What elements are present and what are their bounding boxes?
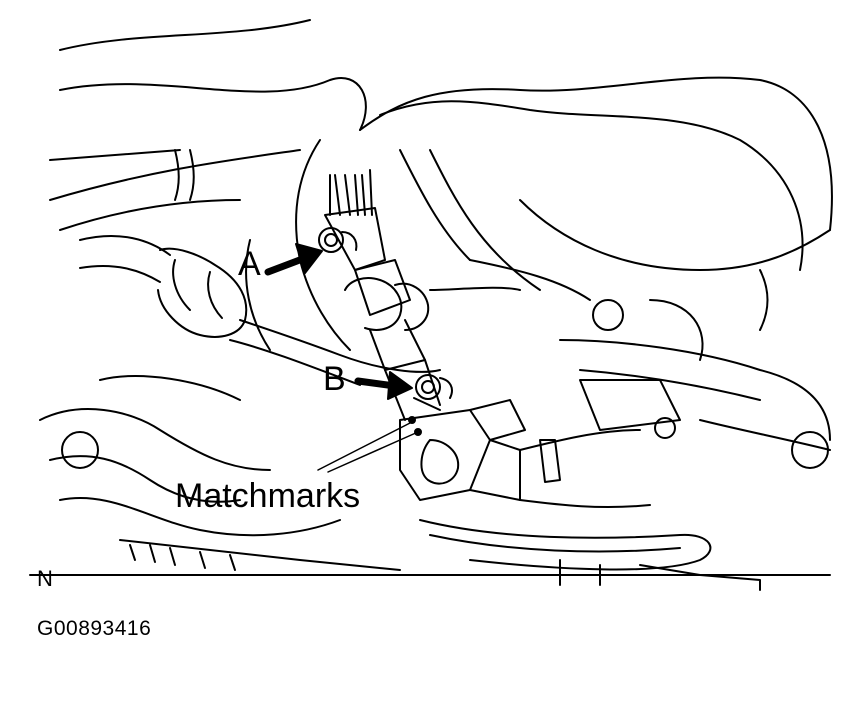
callout-label-b: B <box>323 360 346 398</box>
left-hose-assembly <box>79 149 441 386</box>
lower-pipe-loop <box>419 519 761 591</box>
figure-id: G00893416 <box>37 617 152 640</box>
bolt-b <box>413 374 453 411</box>
matchmarks-leader-lines <box>317 416 422 473</box>
north-marker: N <box>37 566 53 591</box>
lower-engine-parts <box>39 375 401 571</box>
intermediate-shaft <box>324 169 521 421</box>
bolt-a <box>318 227 358 253</box>
steering-gear-housing <box>399 299 704 509</box>
arrow-b <box>354 371 413 400</box>
right-crossmember <box>559 269 831 469</box>
matchmarks-caption: Matchmarks <box>175 477 361 515</box>
arrow-a <box>264 243 323 276</box>
callout-label-a: A <box>238 245 261 283</box>
body-panel-outline <box>49 19 833 351</box>
